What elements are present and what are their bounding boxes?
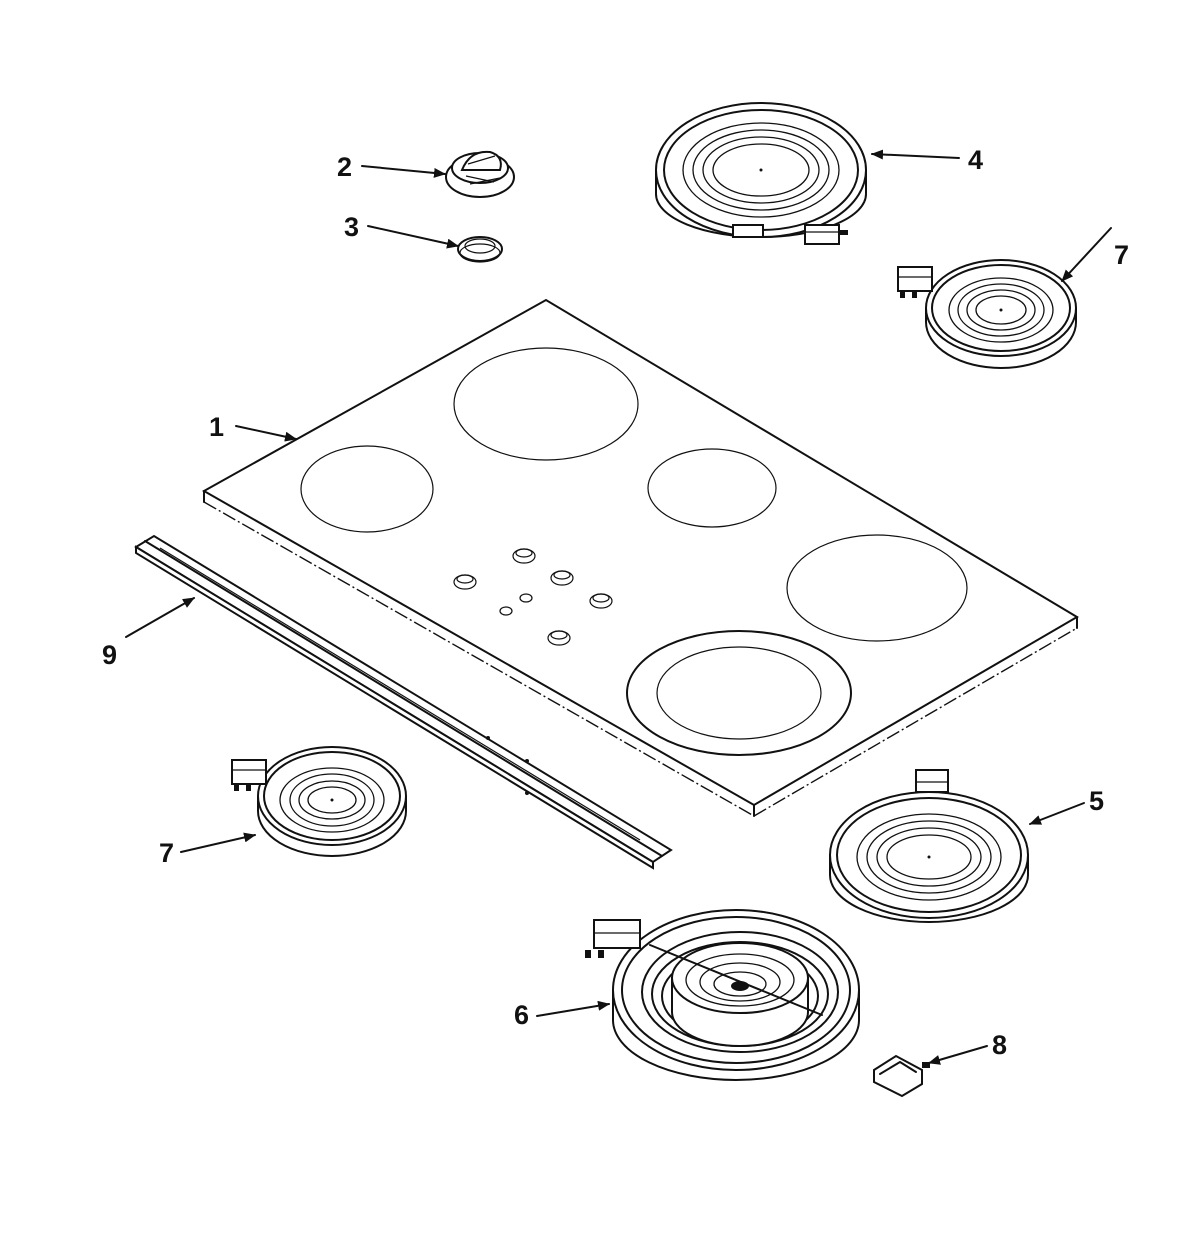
- cooktop-zone-right: [786, 534, 968, 642]
- callout-5: 5: [1089, 786, 1104, 816]
- leader-arrow-9: [125, 597, 195, 638]
- cooktop-zone-rear-large: [453, 347, 639, 461]
- callout-2: 2: [337, 152, 352, 182]
- leader-arrow-2: [361, 165, 446, 178]
- leader-arrow-7-upper: [1061, 227, 1112, 282]
- radiant-element-small-lower: [231, 746, 407, 857]
- callout-8: 8: [992, 1030, 1007, 1060]
- terminal-clip: [873, 1054, 930, 1098]
- cooktop-zone-left: [300, 445, 434, 533]
- front-trim-strip: [134, 534, 673, 870]
- leader-arrow-7-lower: [180, 832, 256, 853]
- knob-holes: [453, 548, 613, 646]
- cooktop-glass-top: [201, 298, 1079, 817]
- callout-3: 3: [344, 212, 359, 242]
- callout-7-upper: 7: [1114, 240, 1129, 270]
- cooktop-zone-front-dual: [626, 630, 852, 756]
- leader-arrow-1: [235, 425, 297, 442]
- callout-9: 9: [102, 640, 117, 670]
- leader-arrow-3: [367, 225, 459, 249]
- control-knob: [445, 150, 515, 198]
- leader-arrow-5: [1029, 802, 1085, 825]
- cooktop-zone-center: [647, 448, 777, 528]
- callout-1: 1: [209, 412, 224, 442]
- radiant-element-large: [655, 102, 867, 245]
- radiant-element-medium: [829, 769, 1029, 923]
- knob-bezel-ring: [457, 236, 503, 263]
- leader-arrow-4: [871, 149, 960, 160]
- radiant-element-small-upper: [897, 259, 1077, 369]
- radiant-element-dual: [585, 909, 860, 1081]
- callout-4: 4: [968, 145, 983, 175]
- leader-arrow-8: [928, 1045, 988, 1065]
- leader-arrow-6: [536, 1000, 610, 1017]
- callout-6: 6: [514, 1000, 529, 1030]
- callout-7-lower: 7: [159, 838, 174, 868]
